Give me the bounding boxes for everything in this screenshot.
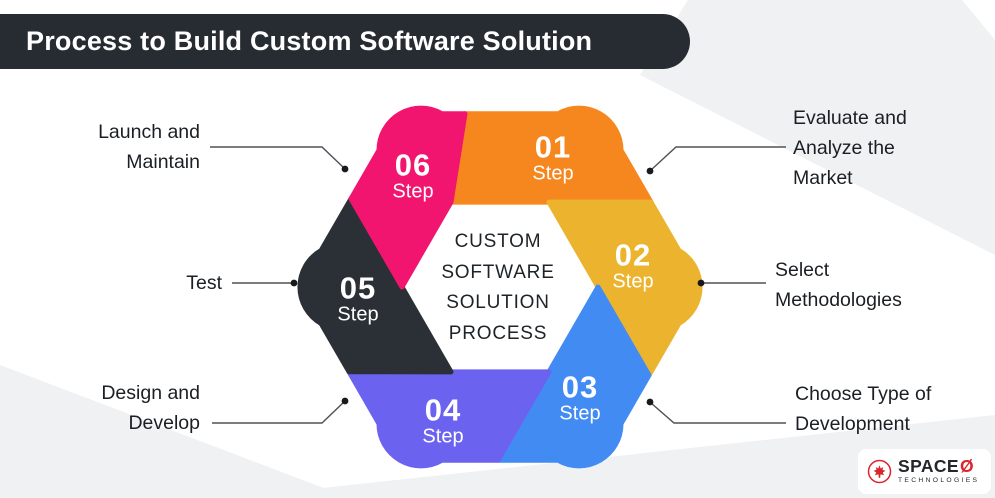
step-04-badge: 04 Step <box>422 392 464 449</box>
step-02-segment <box>546 199 703 378</box>
dot-launch-maintain <box>341 165 349 173</box>
connector-choose-type <box>650 402 786 424</box>
background-wedge-bottom-left <box>0 365 350 498</box>
logo-brand-name: SPACE <box>898 456 959 477</box>
label-line: Select <box>775 259 830 281</box>
label-line: Choose Type of <box>795 383 932 405</box>
step-05-number: 05 <box>339 270 377 306</box>
step-03-number: 03 <box>561 369 599 405</box>
dot-select-methodologies <box>697 279 705 287</box>
hexagon-ring <box>297 105 703 469</box>
label-line: Test <box>186 272 222 294</box>
dot-design-develop <box>341 397 349 405</box>
label-line: Maintain <box>126 151 200 173</box>
step-02-badge: 02 Step <box>612 237 654 294</box>
label-line: Market <box>793 167 853 189</box>
label-design-and-develop: Design and Develop <box>101 378 200 438</box>
step-05-caption: Step <box>337 303 379 326</box>
step-05-badge: 05 Step <box>337 270 379 327</box>
page-title: Process to Build Custom Software Solutio… <box>0 14 690 69</box>
step-06-number: 06 <box>394 147 432 183</box>
step-05-segment <box>297 196 454 375</box>
center-title-line-2: SOFTWARE <box>441 261 555 283</box>
label-choose-type-of-development: Choose Type of Development <box>795 379 931 439</box>
step-06-badge: 06 Step <box>392 147 434 204</box>
center-process-title: CUSTOM SOFTWARE SOLUTION PROCESS <box>441 227 554 349</box>
connectors <box>210 146 786 424</box>
label-line: Develop <box>128 412 200 434</box>
connector-launch-maintain <box>210 146 345 169</box>
connector-evaluate-analyze <box>650 146 786 171</box>
logo-o-slash-glyph: Ø <box>960 456 974 477</box>
center-title-line-1: CUSTOM <box>454 231 542 252</box>
connector-design-develop <box>212 401 345 424</box>
dot-choose-type <box>646 398 654 406</box>
step-01-caption: Step <box>532 162 574 185</box>
label-evaluate-and-analyze-market: Evaluate and Analyze the Market <box>793 103 907 193</box>
label-line: Analyze the <box>793 137 895 159</box>
logo-subtitle: TECHNOLOGIES <box>898 477 980 485</box>
label-line: Development <box>795 413 910 435</box>
step-04-segment <box>346 369 552 469</box>
dot-test <box>290 279 298 287</box>
label-select-methodologies: Select Methodologies <box>775 255 902 315</box>
step-02-caption: Step <box>612 270 654 293</box>
step-01-number: 01 <box>534 129 572 165</box>
maple-leaf-icon <box>867 459 892 484</box>
label-line: Methodologies <box>775 289 902 311</box>
logo-text: SPACE Ø TECHNOLOGIES <box>898 458 979 485</box>
center-title-line-3: SOLUTION <box>446 292 550 313</box>
step-03-caption: Step <box>559 402 601 425</box>
background-wedge-bottom-right <box>230 415 995 498</box>
label-line: Design and <box>101 382 200 404</box>
step-01-badge: 01 Step <box>532 129 574 186</box>
brand-logo: SPACE Ø TECHNOLOGIES <box>858 449 991 494</box>
label-line: Launch and <box>98 121 200 143</box>
step-03-badge: 03 Step <box>559 369 601 426</box>
label-test: Test <box>186 268 222 298</box>
center-title-line-4: PROCESS <box>448 322 548 344</box>
connector-dots <box>290 165 705 406</box>
step-01-segment <box>448 105 654 205</box>
label-line: Evaluate and <box>793 107 907 129</box>
step-02-number: 02 <box>614 237 652 273</box>
step-03-segment <box>495 284 652 469</box>
step-06-caption: Step <box>392 180 434 203</box>
step-06-segment <box>348 105 468 290</box>
step-04-number: 04 <box>424 392 462 428</box>
logo-brand-row: SPACE Ø <box>898 458 979 476</box>
label-launch-and-maintain: Launch and Maintain <box>98 117 200 177</box>
dot-evaluate-analyze <box>646 167 654 175</box>
background-wedge-top-right <box>640 0 995 255</box>
step-04-caption: Step <box>422 425 464 448</box>
